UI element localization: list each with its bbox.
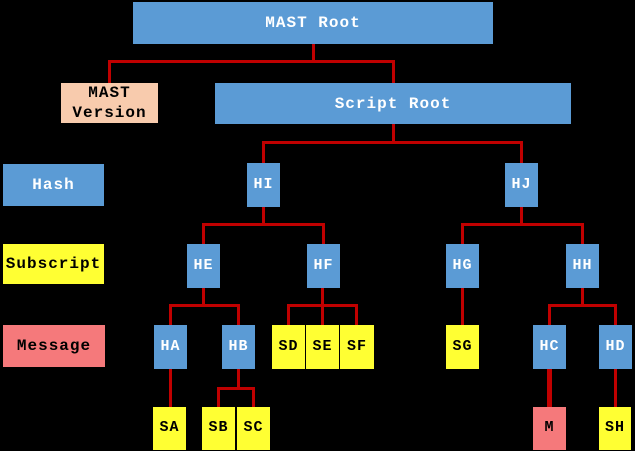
node-sb: SB: [202, 407, 235, 450]
edge: [237, 369, 240, 389]
legend-hash: Hash: [3, 164, 104, 206]
edge: [287, 304, 290, 325]
edge: [217, 387, 255, 390]
edge: [262, 141, 265, 163]
edge: [392, 60, 395, 83]
node-se: SE: [306, 325, 339, 369]
edge: [392, 124, 395, 143]
node-hf: HF: [307, 244, 340, 288]
node-hj: HJ: [505, 163, 538, 207]
edge: [169, 369, 172, 407]
edge: [169, 304, 172, 325]
edge: [520, 141, 523, 163]
edge: [548, 304, 617, 307]
node-sd: SD: [272, 325, 305, 369]
node-script-root: Script Root: [215, 83, 571, 124]
node-hd: HD: [599, 325, 632, 369]
edge: [461, 223, 584, 226]
edge: [252, 387, 255, 407]
node-m: M: [533, 407, 566, 450]
node-hh: HH: [566, 244, 599, 288]
edge: [202, 223, 205, 244]
node-mast-root: MAST Root: [133, 2, 493, 44]
edge: [548, 304, 551, 325]
node-hi: HI: [247, 163, 280, 207]
node-hc: HC: [533, 325, 566, 369]
edge: [108, 60, 111, 83]
edge: [262, 207, 265, 225]
edge: [614, 304, 617, 325]
edge: [461, 288, 464, 327]
edge: [614, 369, 617, 407]
edge: [312, 44, 315, 63]
edge: [547, 369, 552, 407]
edge: [169, 304, 240, 307]
edge: [581, 288, 584, 306]
edge: [461, 223, 464, 244]
node-sa: SA: [153, 407, 186, 450]
node-hb: HB: [222, 325, 255, 369]
node-hg: HG: [446, 244, 479, 288]
node-ha: HA: [154, 325, 187, 369]
node-sg: SG: [446, 325, 479, 369]
node-mast-version: MAST Version: [61, 83, 158, 123]
edge: [202, 223, 325, 226]
edge: [217, 387, 220, 407]
edge: [237, 304, 240, 325]
edge: [262, 141, 523, 144]
edge: [202, 288, 205, 306]
edge: [581, 223, 584, 244]
legend-message: Message: [3, 325, 105, 367]
node-sh: SH: [599, 407, 631, 450]
edge: [355, 304, 358, 325]
legend-subscript: Subscript: [3, 244, 104, 284]
edge: [322, 223, 325, 244]
node-sf: SF: [340, 325, 374, 369]
edge: [108, 60, 395, 63]
node-he: HE: [187, 244, 220, 288]
edge: [520, 207, 523, 225]
node-sc: SC: [237, 407, 270, 450]
edge: [287, 304, 358, 307]
